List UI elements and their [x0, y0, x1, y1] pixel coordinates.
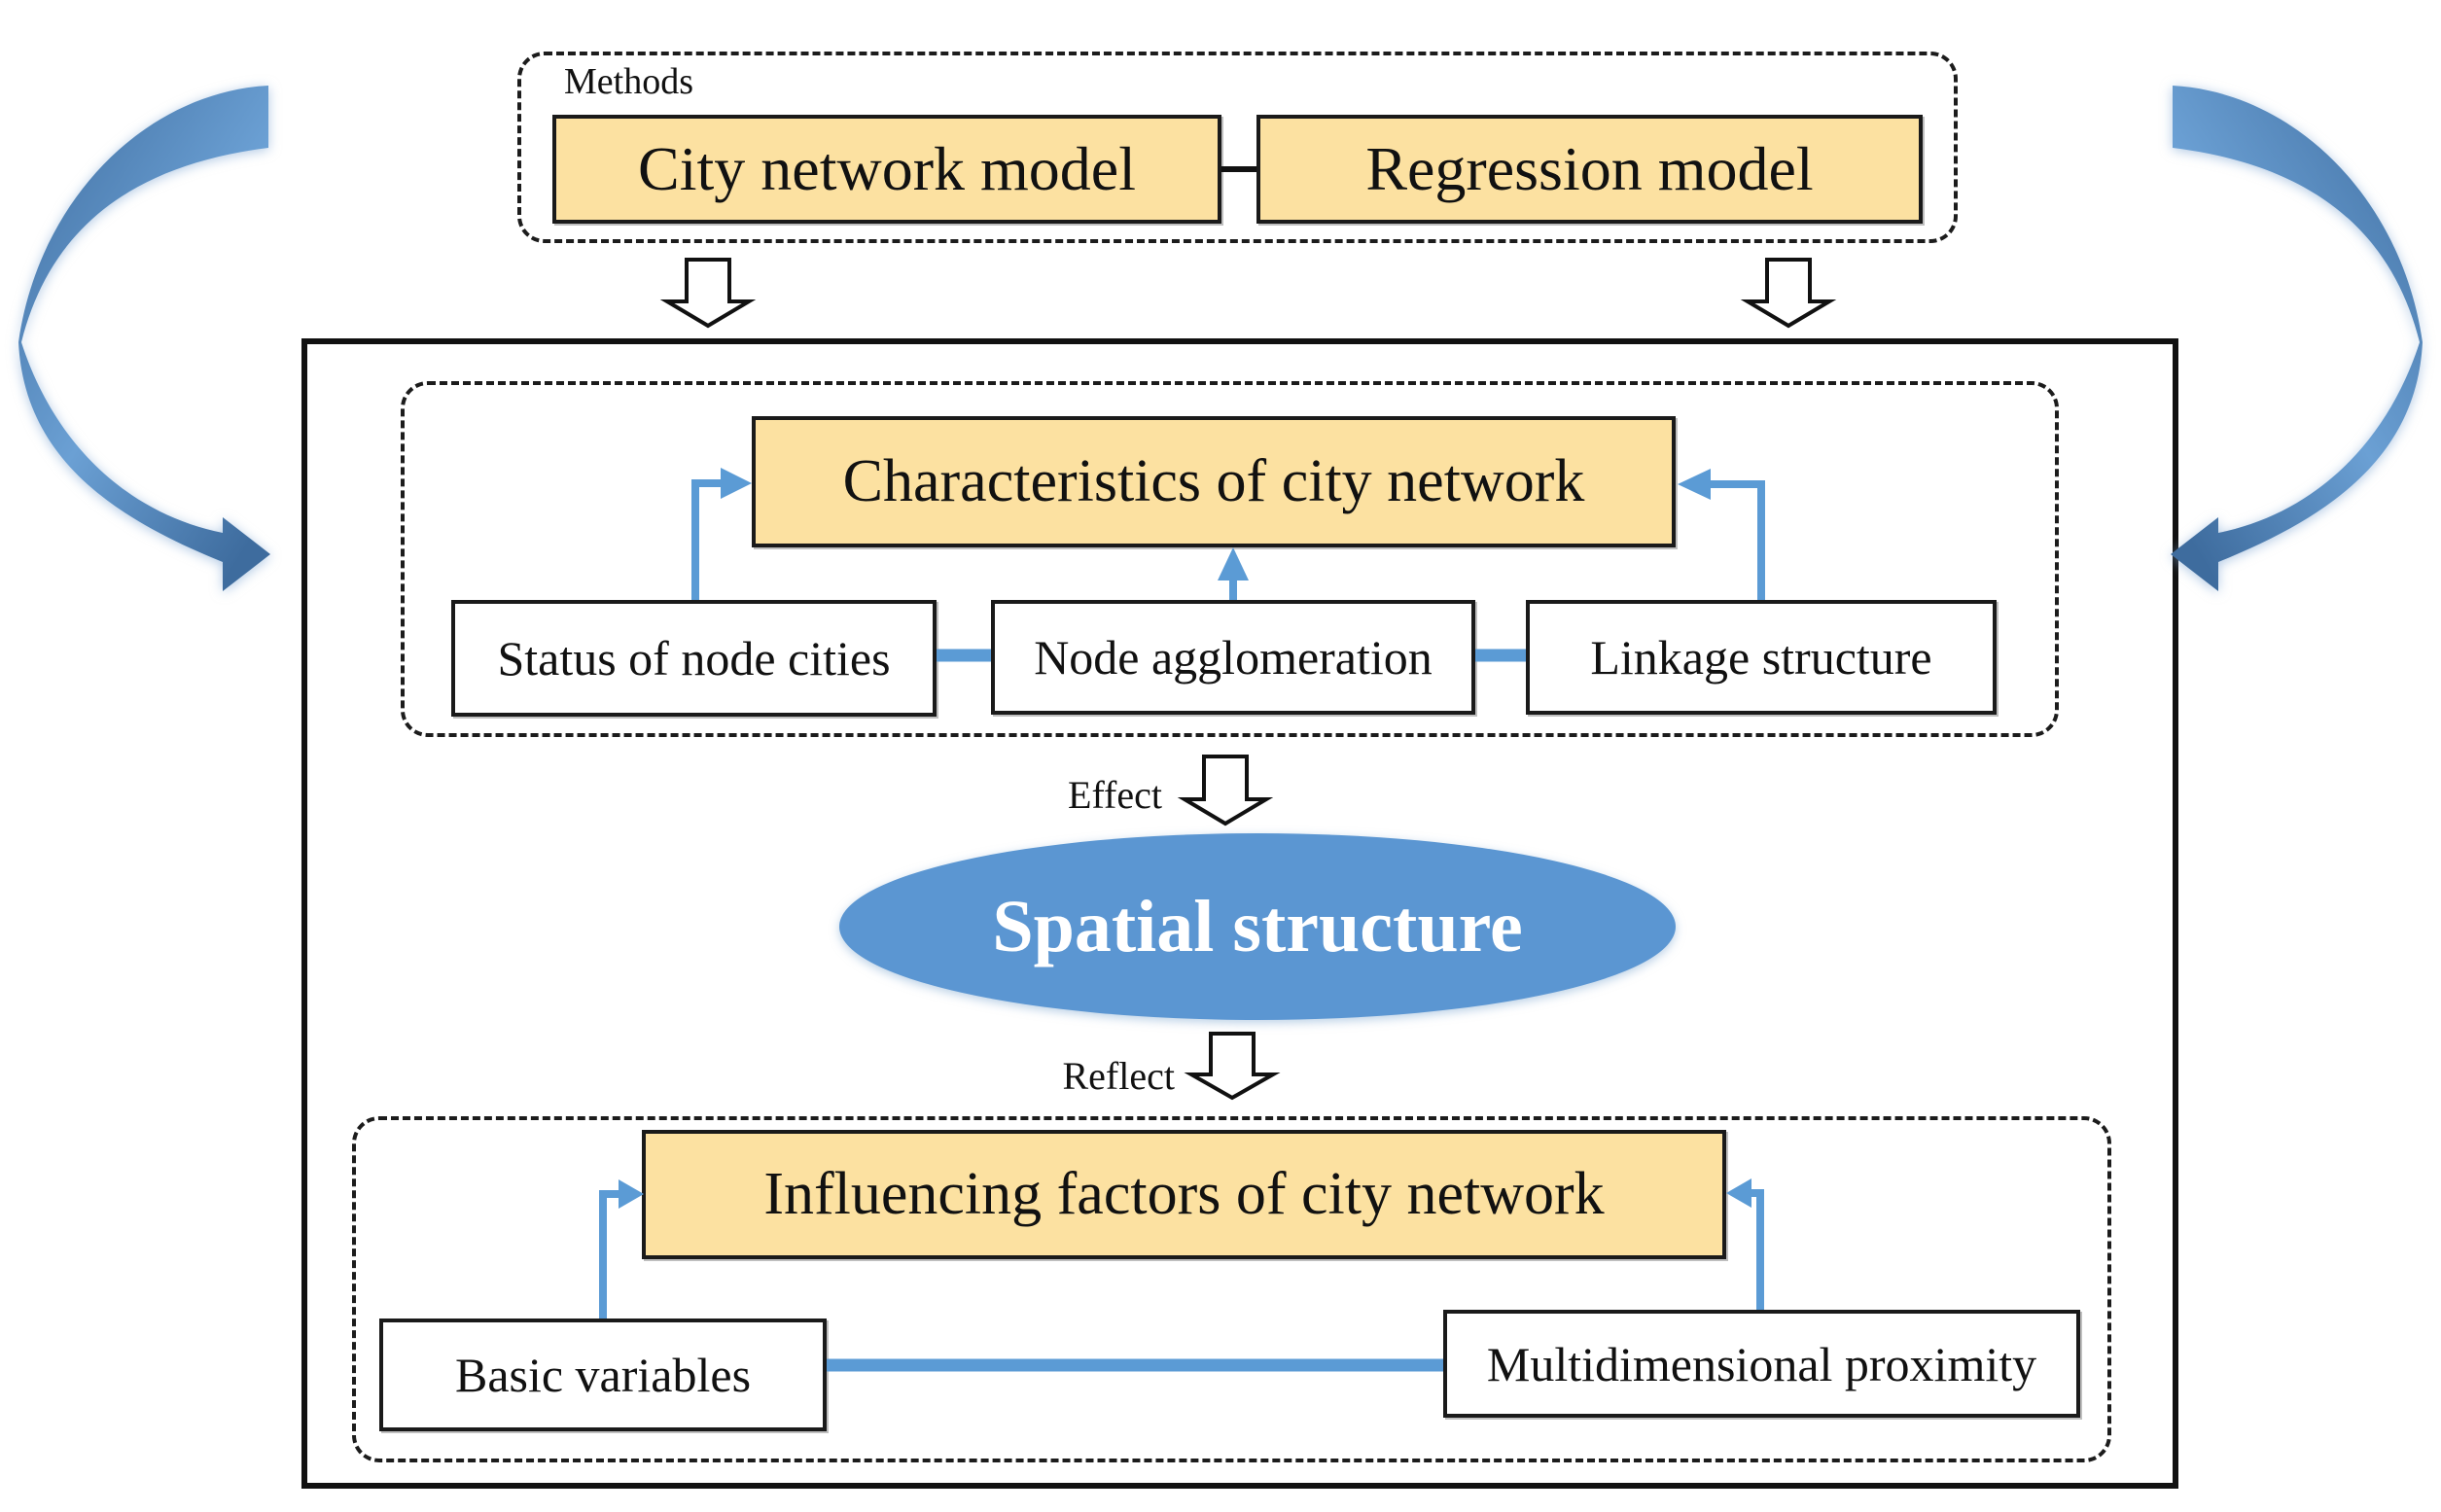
node-regression-model-label: Regression model [1365, 134, 1814, 203]
spatial-structure-ellipse: Spatial structure [839, 833, 1676, 1020]
node-regression-model: Regression model [1256, 115, 1923, 224]
node-agglomeration-label: Node agglomeration [1034, 630, 1433, 685]
node-node-agglomeration: Node agglomeration [991, 600, 1475, 715]
node-linkage-structure: Linkage structure [1526, 600, 1997, 715]
node-status-of-node-cities: Status of node cities [451, 600, 937, 717]
effect-edge-label: Effect [1068, 773, 1162, 817]
down-arrow-icon [1740, 258, 1837, 329]
node-city-network-model: City network model [552, 115, 1221, 224]
curved-arrow-right-icon [2171, 86, 2423, 591]
analysis-frame-box [301, 338, 2178, 1489]
spatial-structure-label: Spatial structure [992, 885, 1523, 967]
node-influencing-label: Influencing factors of city network [763, 1161, 1605, 1227]
node-basic-variables-label: Basic variables [454, 1348, 752, 1402]
reflect-edge-label: Reflect [1062, 1054, 1176, 1098]
influencing-group-box [352, 1116, 2111, 1462]
node-basic-variables: Basic variables [379, 1319, 827, 1431]
methods-group-label: Methods [564, 61, 693, 102]
methods-group-box [517, 52, 1958, 243]
node-proximity-label: Multidimensional proximity [1486, 1336, 2037, 1391]
node-characteristics: Characteristics of city network [752, 416, 1676, 547]
node-city-network-model-label: City network model [638, 134, 1136, 203]
characteristics-group-box [401, 381, 2059, 737]
node-linkage-label: Linkage structure [1590, 630, 1932, 685]
node-status-label: Status of node cities [497, 631, 891, 686]
node-influencing-factors: Influencing factors of city network [642, 1130, 1726, 1259]
curved-arrow-left-icon [18, 86, 270, 591]
node-multidimensional-proximity: Multidimensional proximity [1443, 1310, 2080, 1418]
down-arrow-icon [659, 258, 757, 329]
node-characteristics-label: Characteristics of city network [842, 448, 1585, 514]
